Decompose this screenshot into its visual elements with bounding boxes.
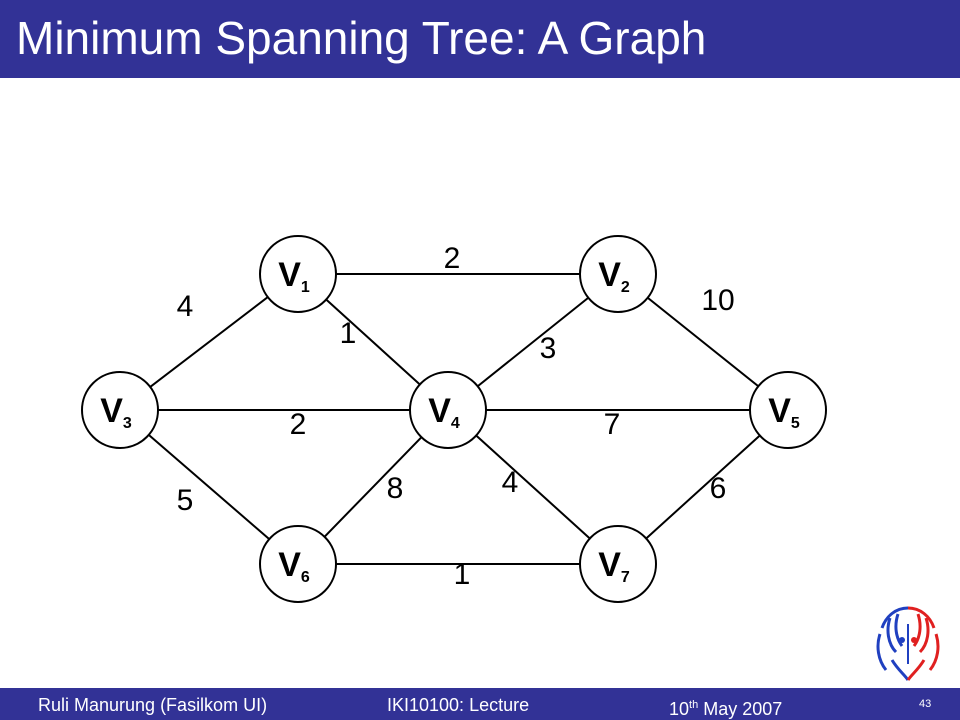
vertex-circle-v4 xyxy=(409,371,487,449)
vertex-subscript-v3: 3 xyxy=(123,415,132,432)
footer-bar xyxy=(0,688,960,720)
edge-v2-v5 xyxy=(647,296,759,388)
vertex-subscript-v5: 5 xyxy=(791,415,800,432)
edge-weight-v3-v6: 5 xyxy=(177,484,194,517)
vertex-subscript-v4: 4 xyxy=(451,415,460,432)
edge-weight-v6-v7: 1 xyxy=(454,558,471,591)
vertex-v3: V3 xyxy=(81,371,159,449)
vertex-v1: V1 xyxy=(259,235,337,313)
footer-date-day: 10 xyxy=(669,699,690,719)
footer-author: Ruli Manurung (Fasilkom UI) xyxy=(38,695,268,715)
edge-weight-v3-v4: 2 xyxy=(290,408,307,441)
vertex-circle-v7 xyxy=(579,525,657,603)
vertex-v6: V6 xyxy=(259,525,337,603)
edge-v3-v6 xyxy=(148,434,270,540)
footer-date: 10th May 2007 xyxy=(669,694,782,720)
vertex-v7: V7 xyxy=(579,525,657,603)
university-logo xyxy=(876,606,940,681)
vertex-v2: V2 xyxy=(579,235,657,313)
edge-v1-v3 xyxy=(149,296,269,388)
footer-date-rest: May 2007 xyxy=(698,699,783,719)
edge-weight-v4-v5: 7 xyxy=(604,408,621,441)
vertex-subscript-v2: 2 xyxy=(621,279,630,296)
edge-weight-v2-v5: 10 xyxy=(701,284,734,317)
edge-weight-v1-v4: 1 xyxy=(340,317,357,350)
edge-weight-v4-v6: 8 xyxy=(387,472,404,505)
vertex-v5: V5 xyxy=(749,371,827,449)
edge-v1-v4 xyxy=(325,298,421,386)
vertex-subscript-v1: 1 xyxy=(301,279,310,296)
edge-weight-v4-v7: 4 xyxy=(502,466,519,499)
vertex-subscript-v7: 7 xyxy=(621,569,630,586)
edge-weight-v1-v2: 2 xyxy=(444,242,461,275)
footer-course: IKI10100: Lecture xyxy=(387,695,530,715)
edge-v2-v4 xyxy=(477,296,589,388)
vertex-subscript-v6: 6 xyxy=(301,569,310,586)
footer-date-suffix: th xyxy=(689,699,699,711)
vertex-v4: V4 xyxy=(409,371,487,449)
edge-v5-v7 xyxy=(645,434,761,540)
edge-v4-v6 xyxy=(323,436,423,538)
vertex-circle-v6 xyxy=(259,525,337,603)
title-bar: Minimum Spanning Tree: A Graph xyxy=(0,0,960,78)
slide-title: Minimum Spanning Tree: A Graph xyxy=(16,12,707,64)
edge-weight-v1-v3: 4 xyxy=(177,290,194,323)
vertex-circle-v1 xyxy=(259,235,337,313)
vertex-circle-v3 xyxy=(81,371,159,449)
edge-weight-v5-v7: 6 xyxy=(710,472,727,505)
edge-weight-v2-v4: 3 xyxy=(540,332,557,365)
vertex-circle-v5 xyxy=(749,371,827,449)
vertex-circle-v2 xyxy=(579,235,657,313)
edges-layer: 2 4 1 3 10 2 5 7 8 4 6 1 xyxy=(148,242,761,591)
slide-number: 43 xyxy=(919,698,932,710)
edge-v4-v7 xyxy=(475,434,591,540)
